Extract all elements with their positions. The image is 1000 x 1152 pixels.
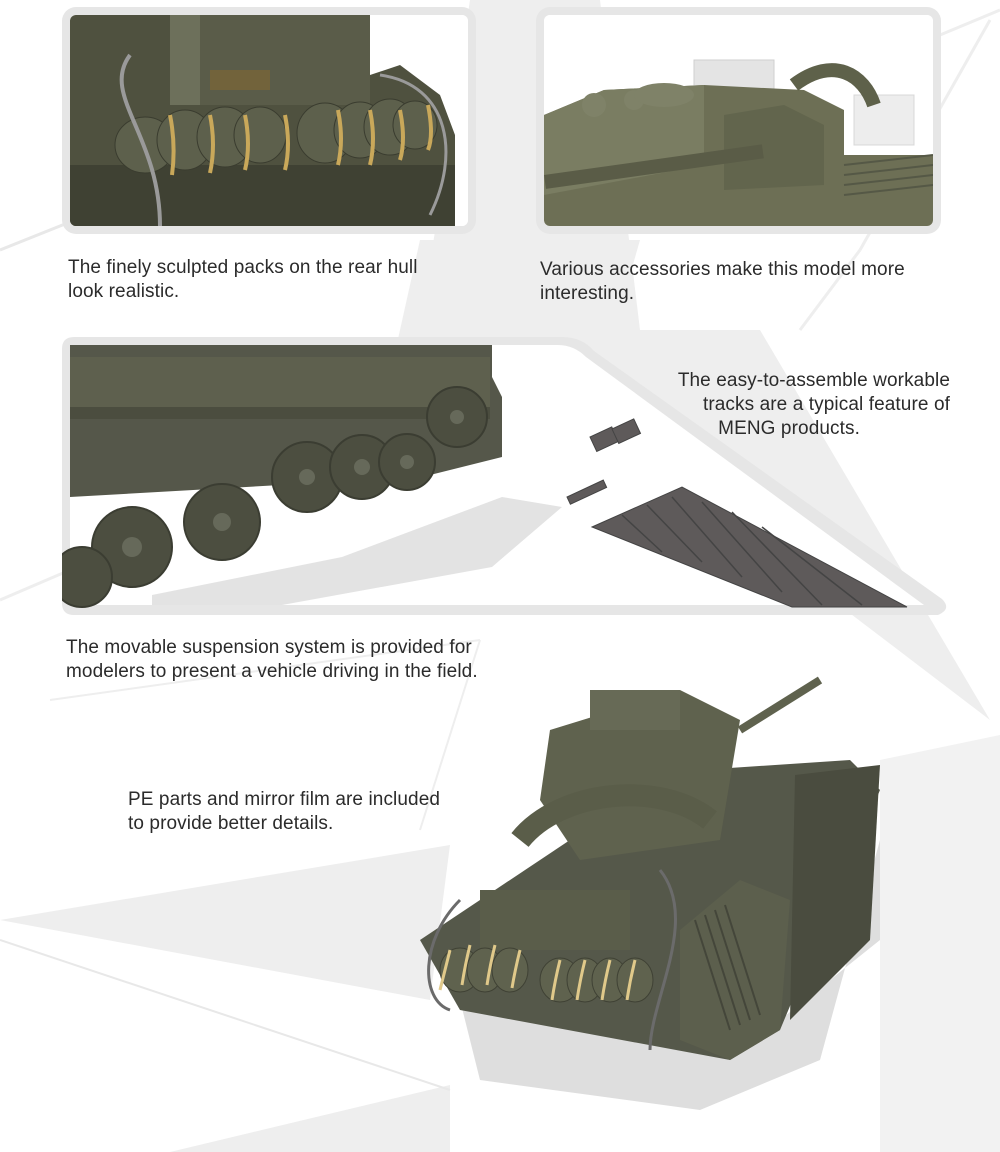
suspension-caption: The movable suspension system is provide…	[66, 636, 536, 684]
caption-line: look realistic.	[68, 281, 180, 302]
tracks-caption: The easy-to-assemble workable tracks are…	[600, 369, 950, 441]
caption-line: to provide better details.	[128, 813, 334, 834]
rear-hull-image	[70, 15, 468, 226]
rear-hull-image-frame	[62, 7, 476, 234]
caption-line: MENG products.	[718, 418, 860, 439]
caption-line: Various accessories make this model more	[540, 259, 905, 280]
rear-hull-caption: The finely sculpted packs on the rear hu…	[68, 256, 471, 304]
caption-line: interesting.	[540, 283, 635, 304]
accessories-caption: Various accessories make this model more…	[540, 258, 960, 306]
accessories-image	[544, 15, 933, 226]
caption-line: The finely sculpted packs on the rear hu…	[68, 257, 418, 278]
caption-line: tracks are a typical feature of	[702, 394, 950, 415]
full-tank-image	[420, 676, 880, 1110]
pe-parts-caption: PE parts and mirror film are included to…	[128, 788, 490, 836]
caption-line: PE parts and mirror film are included	[128, 789, 441, 810]
tracks-image-frame	[62, 337, 947, 615]
caption-line: The easy-to-assemble workable	[677, 370, 950, 391]
accessories-image-frame	[536, 7, 941, 234]
tracks-image	[62, 345, 908, 608]
caption-line: The movable suspension system is provide…	[66, 637, 472, 658]
caption-line: modelers to present a vehicle driving in…	[66, 661, 478, 682]
